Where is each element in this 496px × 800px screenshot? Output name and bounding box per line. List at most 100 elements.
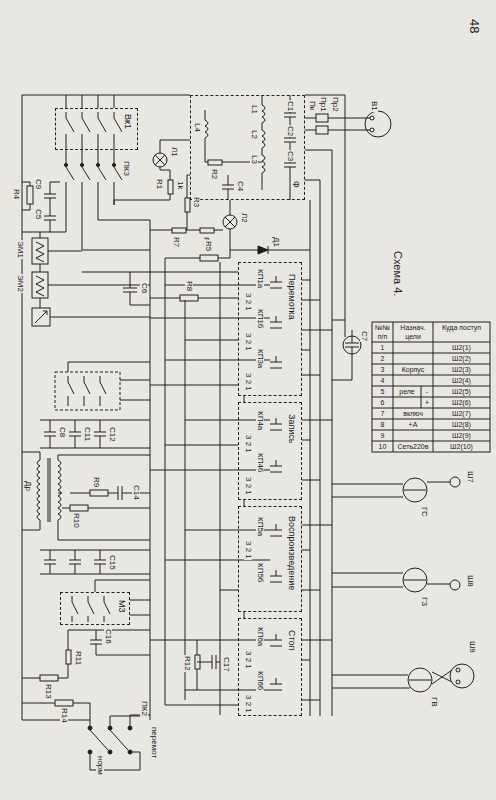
part-label: C14 [132,484,140,501]
part-label: перемот [150,726,158,759]
part-label: ГЗ [420,596,428,607]
unit-title: Стоп [287,629,296,651]
part-label: R11 [74,650,82,666]
part-label: C4 [236,180,244,192]
table-cell: Ш2(10) [433,441,490,452]
part-label: R1 [155,178,163,190]
table-cell: 8 [372,419,393,430]
table-cell: 9 [372,430,393,441]
part-label: R10 [72,512,80,529]
table-cell: 5 [372,386,393,397]
part-label: ПК3 [122,160,130,177]
part-label: Ш7 [466,470,474,484]
part-label: В1 [370,100,378,112]
part-label: R5 [204,240,212,252]
part-label: R8 [185,280,193,292]
table-cell: Ш2(5) [433,386,490,397]
part-label: C6 [140,282,148,294]
part-label: КП1а [256,268,264,289]
part-label: ГВ [430,696,438,708]
table-cell: Ш2(9) [433,430,490,441]
table-cell: + [421,397,433,408]
part-label: норм [96,755,104,776]
part-label: КП6а [256,626,264,647]
part-label: 48 [468,18,481,34]
part-label: 3 2 1 [244,540,252,560]
table-cell: №№ п/п [372,322,393,341]
part-label: C7 [360,330,368,342]
unit-title: Воспроизведение [287,515,296,591]
part-label: R9 [92,476,100,488]
part-label: R4 [12,188,20,200]
part-label: КП3а [256,348,264,369]
part-label: C11 [83,426,91,442]
part-label: ЭМ1 [16,240,24,259]
part-label: Др [24,480,32,492]
part-label: C2 [286,125,294,137]
part-label: Л2 [240,212,248,224]
part-label: Пр2 [331,96,339,113]
part-label: КП4а [256,410,264,431]
part-label: L2 [250,129,258,140]
table-cell: Ш2(8) [433,419,490,430]
part-label: Пр1 [319,96,327,113]
part-label: КП5а [256,516,264,537]
part-label: 3 2 1 [244,694,252,714]
part-label: ПК2 [140,700,148,717]
part-label: C16 [104,628,112,645]
table-cell: Ш2(4) [433,375,490,386]
table-cell: включ [393,408,433,419]
table-cell: Назнач. цели [393,322,433,341]
table-cell: реле [393,386,421,397]
table-cell: Ш2(6) [433,397,490,408]
part-label: 1k [176,180,184,190]
part-label: Д1 [272,236,280,248]
part-label: ЭМ2 [16,274,24,293]
schema-caption: Схема 4. [392,250,403,297]
table-cell: Ш2(1) [433,342,490,353]
part-label: Ш8 [466,574,474,588]
table-cell: - [421,386,433,397]
part-label: 3 2 1 [244,292,252,312]
part-label: R12 [183,655,191,672]
part-label: L4 [193,122,201,133]
table-cell: Ш2(2) [433,353,490,364]
table-cell: 6 [372,397,393,408]
part-label: C12 [108,426,116,443]
part-label: КП4б [256,452,264,473]
part-label: КП5б [256,562,264,583]
unit-title: Перемотка [287,273,296,321]
part-label: КП6б [256,670,264,691]
unit-title: Вк1 [123,113,132,130]
table-cell: 10 [372,441,393,452]
part-label: C1 [286,100,294,112]
table-cell: 4 [372,375,393,386]
part-label: C15 [108,554,116,571]
table-cell: 1 [372,342,393,353]
part-label: L3 [250,154,258,165]
part-label: R7 [172,236,180,248]
table-cell: 3 [372,364,393,375]
part-label: 3 2 1 [244,372,252,392]
dashed-unit-box: Вк1 [55,108,138,150]
table-cell: Куда поступ [433,322,490,332]
table-cell: Ш2(7) [433,408,490,419]
table-cell: Корпус [393,364,433,375]
part-label: C5 [34,208,42,220]
part-label: ГС [420,506,428,518]
part-label: R3 [192,196,200,208]
table-cell: Ш2(3) [433,364,490,375]
part-label: C17 [222,656,230,673]
table-cell: 2 [372,353,393,364]
part-label: C8 [58,426,66,438]
unit-title: Ф [291,180,300,189]
unit-title: М3 [117,599,126,614]
part-label: КП1б [256,308,264,329]
part-label: 3 2 1 [244,650,252,670]
part-label: C9 [34,178,42,190]
table-cell: 7 [372,408,393,419]
part-label: 3 2 1 [244,332,252,352]
table-cell: Сеть220в [393,441,433,452]
